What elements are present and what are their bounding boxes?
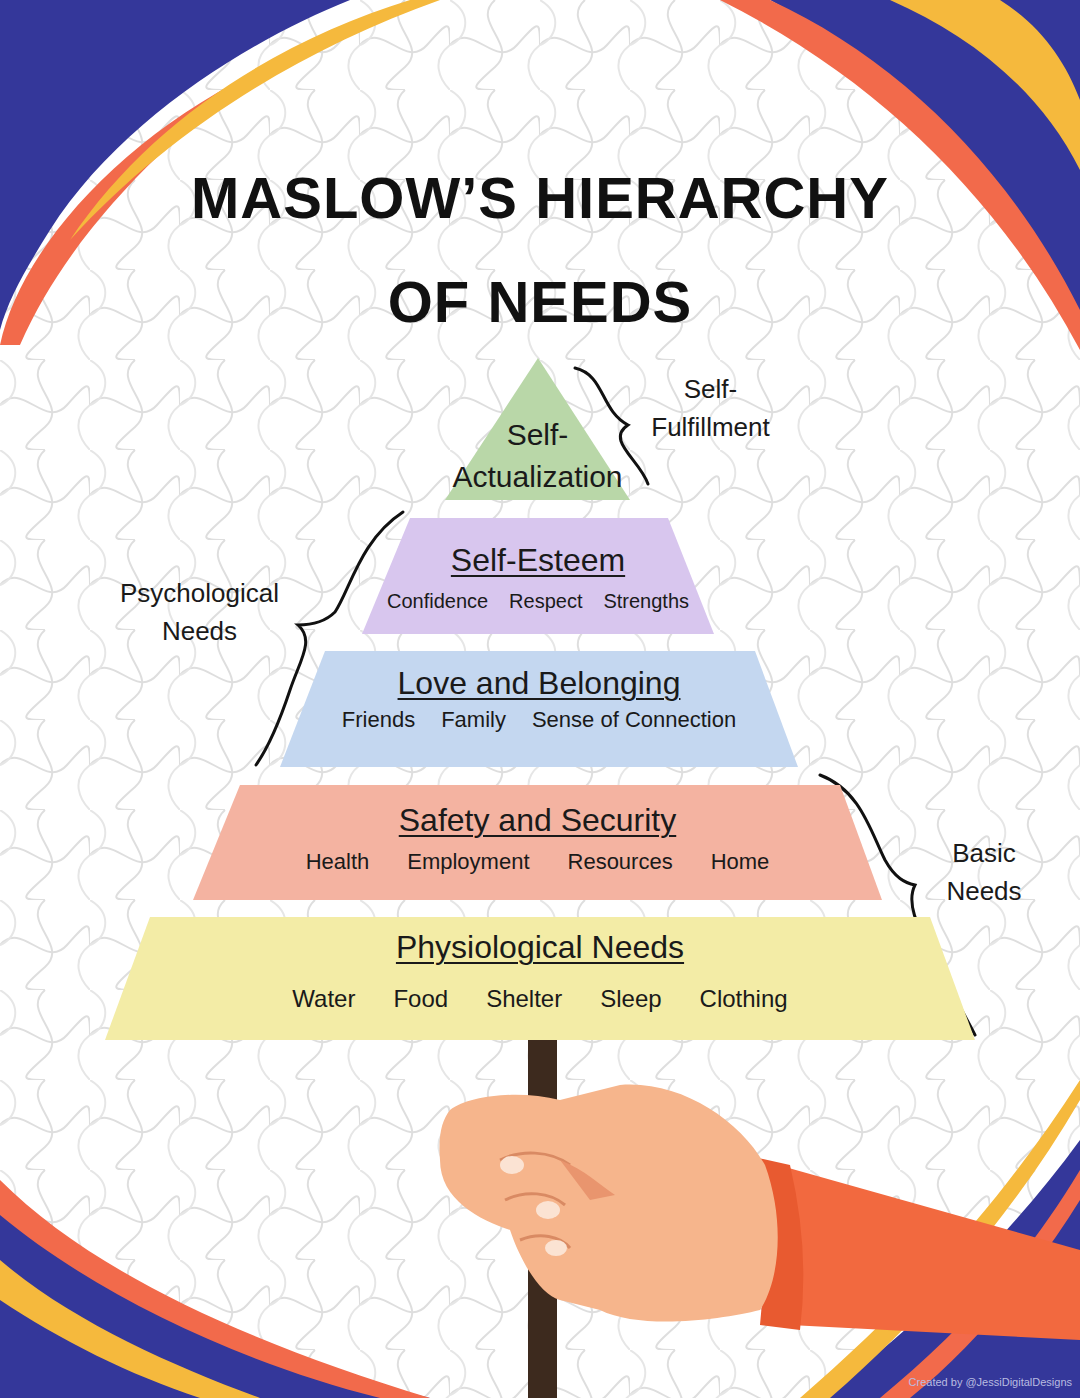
need-item: Employment <box>407 849 529 875</box>
band-fill <box>445 358 630 500</box>
need-item: Respect <box>509 590 582 613</box>
watermark: Created by @JessiDigitalDesigns <box>840 1375 1072 1389</box>
level-heading: Love and Belonging <box>240 665 838 702</box>
fingernail <box>500 1156 524 1174</box>
bracket-label: Basic Needs <box>925 834 1043 910</box>
title: MASLOW’S HIERARCHY OF NEEDS <box>160 146 920 354</box>
corner-swoosh <box>0 1260 260 1398</box>
item-row: Confidence Respect Strengths <box>362 590 714 613</box>
level-heading: Self-Esteem <box>322 542 754 579</box>
pyramid-band: Love and BelongingFriendsFamilySense of … <box>280 651 798 767</box>
level-heading: Physiological Needs <box>65 929 1015 966</box>
need-item: Sleep <box>600 985 661 1013</box>
fingernail <box>536 1201 560 1219</box>
need-item: Confidence <box>387 590 488 613</box>
need-item: Shelter <box>486 985 562 1013</box>
need-item: Resources <box>568 849 673 875</box>
level-heading: Self- Actualization <box>445 414 630 498</box>
bracket-label: Self- Fulfillment <box>628 370 793 446</box>
sleeve <box>760 1160 1080 1340</box>
pyramid-band: Safety and SecurityHealthEmploymentResou… <box>193 785 882 900</box>
level-heading: Safety and Security <box>153 802 922 839</box>
need-item: Sense of Connection <box>532 707 736 733</box>
hand <box>439 1085 777 1322</box>
need-item: Friends <box>342 707 415 733</box>
pyramid-apex: Self- Actualization <box>445 358 630 500</box>
corner-swoosh <box>890 0 1080 170</box>
need-item: Home <box>711 849 770 875</box>
need-item: Water <box>292 985 355 1013</box>
need-item: Clothing <box>700 985 788 1013</box>
bracket-label: Psychological Needs <box>92 574 307 650</box>
item-row: Friends Family Sense of Connection <box>280 707 798 733</box>
corner-swoosh <box>0 1180 430 1398</box>
need-item: Food <box>393 985 448 1013</box>
pyramid-band: Physiological NeedsWaterFoodShelterSleep… <box>105 917 975 1040</box>
need-item: Strengths <box>603 590 689 613</box>
thumb <box>560 1160 615 1200</box>
pyramid-band: Self-EsteemConfidenceRespectStrengths <box>362 518 714 634</box>
fingernail <box>545 1240 567 1256</box>
need-item: Family <box>441 707 506 733</box>
item-row: Health Employment Resources Home <box>193 849 882 875</box>
need-item: Health <box>306 849 370 875</box>
item-row: Water Food Shelter Sleep Clothing <box>105 985 975 1013</box>
